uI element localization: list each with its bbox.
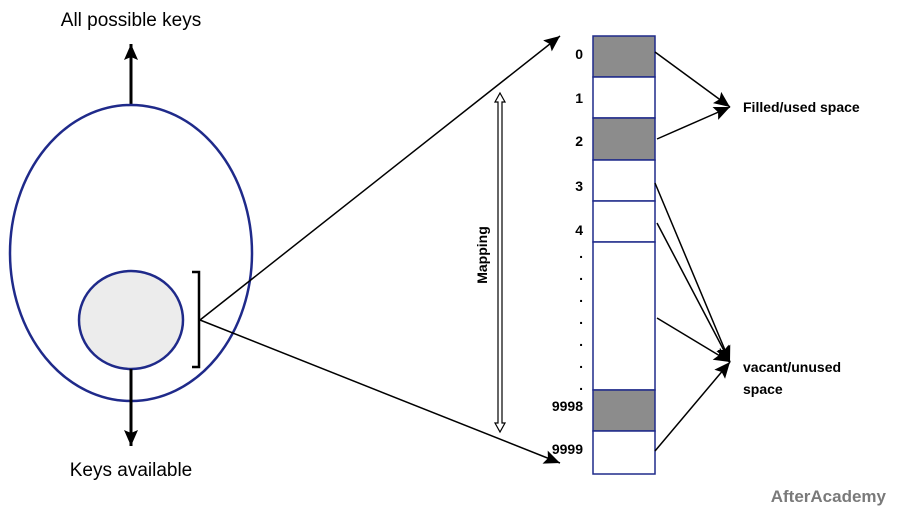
index-2: 2 (575, 133, 583, 149)
mapping-label: Mapping (474, 226, 490, 284)
cell-0 (592, 35, 656, 78)
cell-2 (592, 117, 656, 161)
index-dot: . (579, 333, 583, 349)
cell-3 (592, 159, 656, 202)
filled-arrow (654, 51, 731, 108)
vacant-arrow (654, 182, 731, 363)
index-9999: 9999 (552, 441, 583, 457)
vacant-arrow (656, 317, 731, 363)
index-dot: . (579, 311, 583, 327)
vacant-label-line1: vacant/unused (743, 359, 841, 375)
filled-label: Filled/used space (743, 99, 860, 115)
map-line-bottom (199, 319, 561, 464)
index-dot: . (579, 355, 583, 371)
index-4: 4 (575, 222, 583, 238)
vacant-arrow (656, 222, 731, 363)
cell-9998 (592, 389, 656, 432)
index-9998: 9998 (552, 398, 583, 414)
available-keys-set (77, 269, 185, 371)
filled-arrow (656, 106, 731, 140)
vacant-arrow (654, 361, 731, 452)
cell-9999 (592, 430, 656, 475)
cell-1 (592, 76, 656, 119)
mapping-double-arrow-icon (493, 91, 507, 434)
index-dot: . (579, 377, 583, 393)
all-keys-label: All possible keys (61, 10, 201, 31)
vacant-label-line2: space (743, 381, 783, 397)
bracket (192, 270, 201, 369)
map-line-top (199, 35, 561, 321)
cell-4 (592, 200, 656, 243)
index-1: 1 (575, 90, 583, 106)
hash-table (592, 35, 656, 475)
index-dot: . (579, 289, 583, 305)
index-3: 3 (575, 178, 583, 194)
cell-ellipsis (592, 241, 656, 391)
index-dot: . (579, 267, 583, 283)
index-dot: . (579, 245, 583, 261)
keys-available-label: Keys available (70, 460, 193, 481)
index-0: 0 (575, 46, 583, 62)
watermark-logo: AfterAcademy (771, 487, 887, 506)
